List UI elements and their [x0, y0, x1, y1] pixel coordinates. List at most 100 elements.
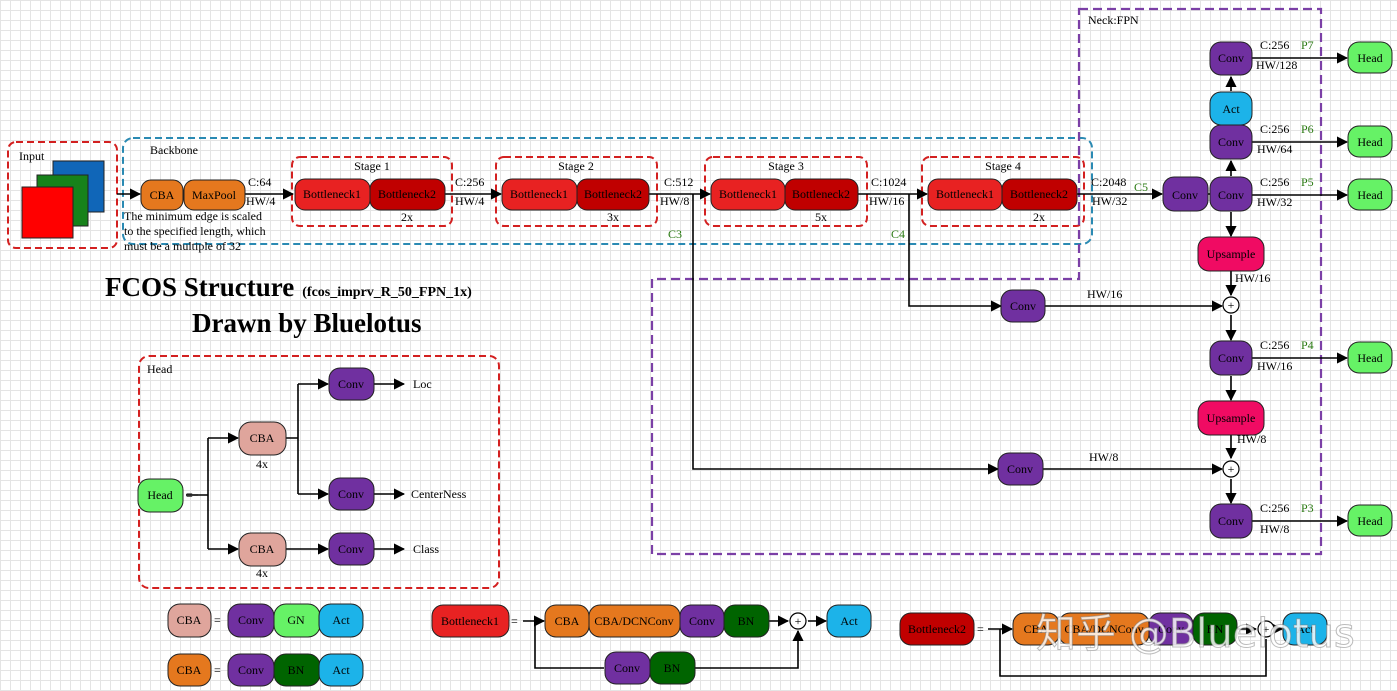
- sum-plus-label: +: [1228, 462, 1235, 476]
- head-detail-cba-upper: CBA: [238, 421, 287, 456]
- edge-c3-lateral: [692, 194, 1000, 475]
- svg-text:MaxPool: MaxPool: [192, 188, 237, 202]
- stage4-bottleneck1: Bottleneck1: [927, 178, 1003, 211]
- p4-conv: Conv: [1209, 340, 1253, 376]
- svg-text:CBA: CBA: [250, 431, 275, 445]
- svg-text:Conv: Conv: [1218, 351, 1244, 365]
- svg-text:Bottleneck2: Bottleneck2: [908, 622, 966, 636]
- head-detail-conv-loc: Conv: [328, 367, 375, 401]
- p6-head: Head: [1347, 125, 1393, 158]
- input-group-title: Input: [19, 149, 45, 163]
- svg-text:Bottleneck2: Bottleneck2: [792, 187, 850, 201]
- svg-text:Conv: Conv: [238, 663, 264, 677]
- svg-text:CBA: CBA: [555, 614, 580, 628]
- group-boxes: [7, 7, 1323, 589]
- legend-b1-dcn: CBA/DCNConv: [588, 604, 681, 638]
- svg-text:CBA: CBA: [177, 613, 202, 627]
- svg-text:Bottleneck1: Bottleneck1: [936, 187, 994, 201]
- stage1-repeat: 2x: [401, 210, 413, 224]
- legend-conv-2: Conv: [227, 653, 275, 687]
- p5-hw-label: HW/32: [1257, 195, 1292, 209]
- stage3-bottleneck2: Bottleneck2: [784, 178, 859, 211]
- p4-name: P4: [1301, 338, 1314, 352]
- svg-text:Head: Head: [1357, 135, 1382, 149]
- upsample2-hw: HW/8: [1237, 432, 1266, 446]
- legend-bottleneck2: Bottleneck2: [899, 612, 975, 646]
- legend-act-2: Act: [318, 653, 364, 687]
- resize-note-line3: must be a multiple of 32: [124, 239, 241, 253]
- resize-note-line2: to the specified length, which: [124, 224, 266, 238]
- legend-bn-1: BN: [273, 653, 321, 687]
- backbone-group-box: [122, 137, 1093, 245]
- edge-head-split: [198, 438, 209, 549]
- p7-c-label: C:256: [1260, 38, 1289, 52]
- svg-text:Conv: Conv: [338, 542, 364, 556]
- svg-text:Conv: Conv: [238, 613, 264, 627]
- upsample-2: Upsample: [1197, 400, 1265, 436]
- svg-text:Conv: Conv: [1158, 622, 1184, 636]
- c4-lateral-hw: HW/16: [1087, 287, 1122, 301]
- legend-b2-act: Act: [1282, 612, 1328, 646]
- p3-name: P3: [1301, 501, 1314, 515]
- edge-b2-split: [988, 628, 1267, 677]
- legend-conv-1: Conv: [227, 603, 275, 638]
- svg-text:Conv: Conv: [1172, 188, 1198, 202]
- stage1-group-box: [291, 156, 453, 227]
- c4-lateral-conv: Conv: [1000, 289, 1046, 323]
- head-group-box: [138, 355, 500, 589]
- rgb-image-stack-icon: [21, 160, 105, 239]
- svg-text:Conv: Conv: [614, 661, 640, 675]
- dim-hw-stage3: HW/16: [869, 194, 904, 208]
- diagram-title-sub: (fcos_imprv_R_50_FPN_1x): [302, 285, 472, 300]
- svg-text:BN: BN: [738, 614, 755, 628]
- legend-eq-4: =: [977, 622, 984, 636]
- legend-cba-bn: CBA: [167, 653, 212, 687]
- svg-text:Act: Act: [332, 613, 350, 627]
- legend-eq-1: =: [214, 613, 221, 627]
- svg-text:Act: Act: [840, 614, 858, 628]
- svg-text:Conv: Conv: [1218, 135, 1244, 149]
- stem-maxpool-node: MaxPool: [183, 179, 246, 211]
- tap-c4: C4: [891, 227, 905, 241]
- sum-circle-icon: +: [1222, 296, 1240, 314]
- svg-text:CBA/DCNConv: CBA/DCNConv: [1064, 622, 1143, 636]
- svg-text:CBA/DCNConv: CBA/DCNConv: [594, 614, 673, 628]
- p7-conv: Conv: [1209, 41, 1253, 76]
- legend-b2-cba: CBA: [1012, 612, 1060, 646]
- legend-b2-conv: Conv: [1148, 612, 1194, 646]
- svg-text:Bottleneck2: Bottleneck2: [378, 187, 436, 201]
- p4-hw-label: HW/16: [1257, 359, 1292, 373]
- legend-b2-plus: +: [1263, 622, 1270, 636]
- legend-cba-gn: CBA: [167, 603, 212, 638]
- svg-text:Head: Head: [1357, 351, 1382, 365]
- legend-b2-bn: BN: [1192, 612, 1238, 646]
- svg-text:Bottleneck2: Bottleneck2: [1010, 187, 1068, 201]
- head-detail-repeat-upper: 4x: [256, 457, 268, 471]
- p6-c-label: C:256: [1260, 122, 1289, 136]
- sum-plus-label: +: [1228, 298, 1235, 312]
- legend-b1-short-bn: BN: [649, 651, 696, 685]
- edge-b1-short-sum: [695, 629, 804, 669]
- svg-text:Bottleneck1: Bottleneck1: [303, 187, 361, 201]
- c3-lateral-conv: Conv: [997, 452, 1044, 486]
- dim-hw-stage2: HW/8: [660, 194, 689, 208]
- stage2-title: Stage 2: [558, 159, 594, 173]
- upsample1-hw: HW/16: [1235, 271, 1270, 285]
- head-detail-head: Head: [137, 478, 184, 513]
- svg-text:Conv: Conv: [1010, 299, 1036, 313]
- backbone-group-title: Backbone: [150, 143, 198, 157]
- output-centerness: CenterNess: [411, 487, 467, 501]
- resize-note: The minimum edge is scaled to the specif…: [124, 209, 266, 253]
- p6-conv: Conv: [1209, 124, 1253, 160]
- svg-text:Act: Act: [1222, 102, 1240, 116]
- legend-gn: GN: [273, 603, 321, 638]
- stage2-bottleneck2: Bottleneck2: [576, 178, 650, 211]
- head-detail-cba-lower: CBA: [238, 532, 287, 567]
- head-detail-conv-centerness: Conv: [328, 477, 375, 511]
- stage2-bottleneck1: Bottleneck1: [501, 178, 578, 211]
- c5-lateral-conv: Conv: [1162, 176, 1209, 212]
- p7-name: P7: [1301, 38, 1314, 52]
- dim-c-stage3: C:1024: [871, 175, 906, 189]
